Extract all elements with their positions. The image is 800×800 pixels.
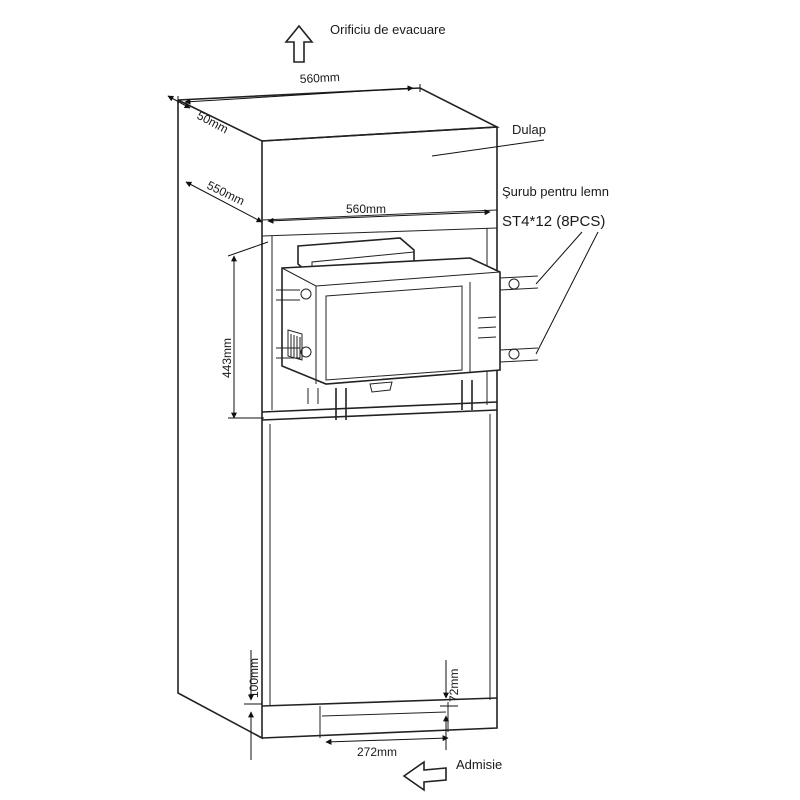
dim-base-height (244, 650, 262, 760)
mounting-screw-icon (276, 275, 539, 363)
side-vent-icon (287, 329, 303, 361)
intake-arrow (402, 760, 447, 792)
dim-vent-width (325, 735, 449, 745)
cabinet-body (177, 87, 500, 740)
cabinet-leader-line (431, 139, 545, 157)
dim-niche-height (227, 241, 269, 419)
dim-inner-width (267, 209, 491, 224)
dim-top-depth (167, 95, 191, 109)
cabinet-label: Dulap (512, 122, 546, 137)
dim-shelf-depth-label: 550mm (205, 178, 247, 208)
screw-spec-label: ST4*12 (8PCS) (502, 213, 605, 230)
oven (276, 237, 539, 420)
intake-label: Admisie (456, 757, 502, 772)
screw-leader-lines (535, 231, 599, 355)
screw-title-label: Şurub pentru lemn (502, 184, 609, 199)
dim-niche-height-label: 443mm (220, 338, 234, 378)
dim-base-height-label: 100mm (247, 658, 261, 698)
dim-top-depth-label: 50mm (195, 108, 231, 136)
dim-plinth-height-label: 72mm (447, 669, 461, 702)
exhaust-arrow (284, 24, 314, 63)
exhaust-label: Orificiu de evacuare (330, 22, 446, 37)
dim-inner-width-label: 560mm (346, 202, 386, 216)
dim-top-width-label: 560mm (299, 70, 340, 86)
dim-vent-width-label: 272mm (357, 745, 397, 759)
dim-shelf-depth (185, 181, 263, 223)
